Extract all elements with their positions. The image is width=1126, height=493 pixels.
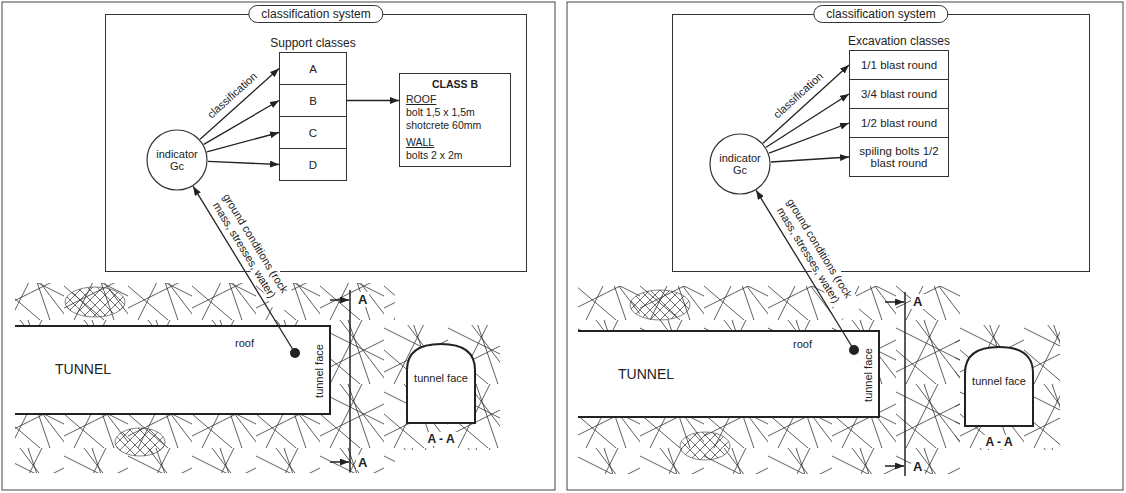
class-box: 1/1 blast round bbox=[849, 50, 949, 80]
class-label: spiling bolts 1/2 blast round bbox=[854, 145, 944, 169]
class-label: C bbox=[309, 127, 317, 139]
panel-frame bbox=[2, 2, 555, 490]
detail-text: CLASS B bbox=[406, 78, 504, 91]
class-stack: Excavation classes1/1 blast round3/4 bla… bbox=[849, 51, 949, 177]
face-label: tunnel face bbox=[405, 372, 477, 384]
class-box: B bbox=[279, 84, 347, 117]
section-marker-label: A bbox=[356, 292, 369, 307]
stack-heading: Support classes bbox=[270, 36, 355, 50]
tunnel-label: TUNNEL bbox=[55, 361, 111, 377]
class-label: 3/4 blast round bbox=[861, 88, 937, 100]
roof-label: roof bbox=[793, 338, 812, 350]
indicator-label: indicator Gc bbox=[715, 152, 765, 176]
face-point bbox=[849, 345, 859, 355]
class-label: D bbox=[309, 159, 317, 171]
connector-arrow bbox=[769, 123, 849, 153]
section-label-patch: A - A bbox=[424, 432, 457, 446]
detail-text: WALL bbox=[406, 136, 504, 149]
connector-arrow bbox=[771, 157, 849, 162]
connector-arrow bbox=[763, 65, 849, 143]
cross-section: tunnel faceA - A bbox=[963, 345, 1035, 427]
cross-section: tunnel faceA - A bbox=[405, 342, 477, 424]
fault-zone bbox=[65, 287, 730, 460]
support-detail-box: CLASS B ROOFbolt 1,5 x 1,5m shotcrete 60m… bbox=[399, 73, 511, 167]
face-label: tunnel face bbox=[313, 326, 325, 416]
connector-arrow bbox=[200, 69, 279, 140]
class-box: A bbox=[279, 52, 347, 85]
circle-outline bbox=[710, 134, 770, 194]
roof-label: roof bbox=[235, 337, 254, 349]
tunnel-label: TUNNEL bbox=[618, 366, 674, 382]
frame-title: classification system bbox=[248, 5, 383, 23]
section-label-patch: A - A bbox=[982, 435, 1015, 449]
class-label: 1/1 blast round bbox=[861, 59, 937, 71]
panel-frame bbox=[567, 2, 1123, 490]
face-point bbox=[290, 348, 300, 358]
face-label: tunnel face bbox=[963, 375, 1035, 387]
class-box: D bbox=[279, 148, 347, 181]
stack-heading: Excavation classes bbox=[848, 34, 950, 48]
circle-outline bbox=[147, 130, 207, 190]
class-label: A bbox=[309, 63, 317, 75]
indicator-circle: indicator Gc bbox=[146, 129, 208, 191]
connector-arrow bbox=[347, 100, 399, 101]
connector-arrow bbox=[207, 133, 279, 152]
face-label: tunnel face bbox=[862, 330, 874, 420]
section-marker-label: A bbox=[356, 455, 369, 470]
section-label: A - A bbox=[949, 435, 1049, 449]
class-box: 1/2 blast round bbox=[849, 108, 949, 138]
detail-text: ROOF bbox=[406, 93, 504, 106]
frame-title: classification system bbox=[813, 5, 948, 23]
class-box: C bbox=[279, 116, 347, 149]
tunnel-outline: TUNNEL roof tunnel face bbox=[15, 325, 331, 415]
edge-label: classification bbox=[203, 68, 261, 122]
detail-text: bolt 1,5 x 1,5m shotcrete 60mm bbox=[406, 106, 504, 132]
section-marker bbox=[330, 290, 905, 476]
detail-text: bolts 2 x 2m bbox=[406, 149, 504, 162]
class-box: spiling bolts 1/2 blast round bbox=[849, 137, 949, 177]
tunnel-outline: TUNNEL roof tunnel face bbox=[578, 330, 880, 418]
class-label: B bbox=[309, 95, 317, 107]
rock-hatching bbox=[15, 283, 1060, 474]
classification-frame: classification systemindicator GcExcavat… bbox=[672, 14, 1090, 272]
indicator-circle: indicator Gc bbox=[709, 133, 771, 195]
indicator-label: indicator Gc bbox=[152, 148, 202, 172]
class-stack: Support classesABCD bbox=[279, 53, 347, 181]
class-label: 1/2 blast round bbox=[861, 117, 937, 129]
section-marker-label: A bbox=[911, 459, 924, 474]
section-marker-label: A bbox=[911, 294, 924, 309]
connector-arrow bbox=[208, 161, 279, 164]
classification-frame: classification systemindicator GcSupport… bbox=[105, 14, 527, 272]
section-label: A - A bbox=[391, 432, 491, 446]
class-box: 3/4 blast round bbox=[849, 79, 949, 109]
